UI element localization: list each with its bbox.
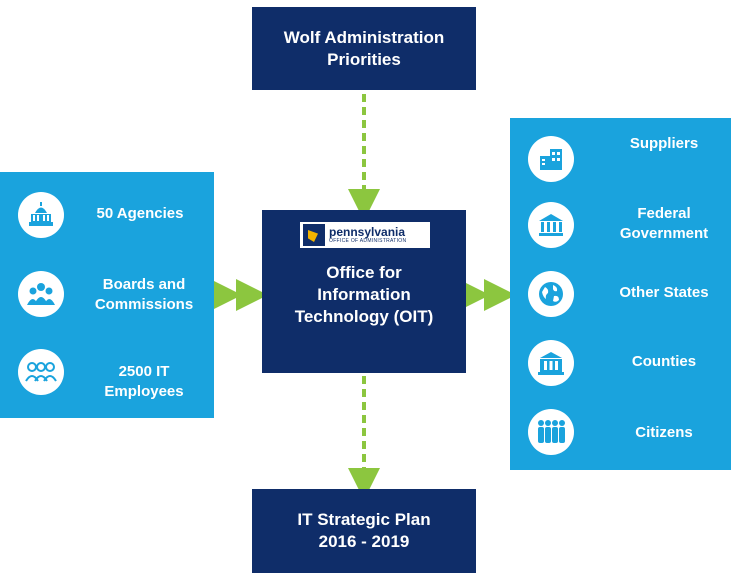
left-item-3-line1: 2500 IT (118, 363, 170, 380)
federal-building-icon (528, 202, 574, 248)
right-item-5-line1: Citizens (635, 424, 693, 441)
right-item-1-line1: Suppliers (629, 135, 699, 152)
globe-icon (528, 271, 574, 317)
left-item-3-line2: Employees (104, 383, 184, 400)
logo-subtitle: OFFICE OF ADMINISTRATION (329, 237, 407, 244)
logo-name: pennsylvania (329, 224, 406, 239)
left-item-1-line1: 50 Agencies (96, 205, 184, 222)
center-line3: Technology (OIT) (294, 307, 434, 326)
courthouse-icon (528, 340, 574, 386)
right-item-3-line1: Other States (619, 284, 709, 301)
bottom-box-line1: IT Strategic Plan (297, 510, 431, 529)
capitol-icon (18, 192, 64, 238)
right-item-2-line1: Federal (637, 205, 691, 222)
center-line1: Office for (326, 263, 402, 282)
internal-stakeholders-panel: 50 Agencies Boards and Commissions 2500 … (0, 172, 214, 418)
pennsylvania-logo: pennsylvania OFFICE OF ADMINISTRATION (300, 222, 430, 248)
oit-box: pennsylvania OFFICE OF ADMINISTRATION Of… (262, 210, 466, 373)
group-icon (18, 271, 64, 317)
left-item-2-line2: Commissions (94, 296, 194, 313)
top-box-line2: Priorities (327, 49, 401, 69)
top-box-line1: Wolf Administration (283, 27, 445, 47)
right-item-4-line1: Counties (631, 353, 697, 370)
citizens-icon (528, 409, 574, 455)
center-line2: Information (317, 285, 411, 304)
keystone-icon (303, 224, 325, 246)
wolf-administration-priorities-box: Wolf Administration Priorities (252, 7, 476, 90)
it-strategic-plan-box: IT Strategic Plan 2016 - 2019 (252, 489, 476, 573)
employees-icon (18, 349, 64, 395)
right-item-2-line2: Government (619, 225, 709, 242)
external-stakeholders-panel: Suppliers Federal Government Other State… (510, 118, 731, 470)
bottom-box-line2: 2016 - 2019 (318, 532, 410, 551)
buildings-icon (528, 136, 574, 182)
left-item-2-line1: Boards and (102, 276, 186, 293)
